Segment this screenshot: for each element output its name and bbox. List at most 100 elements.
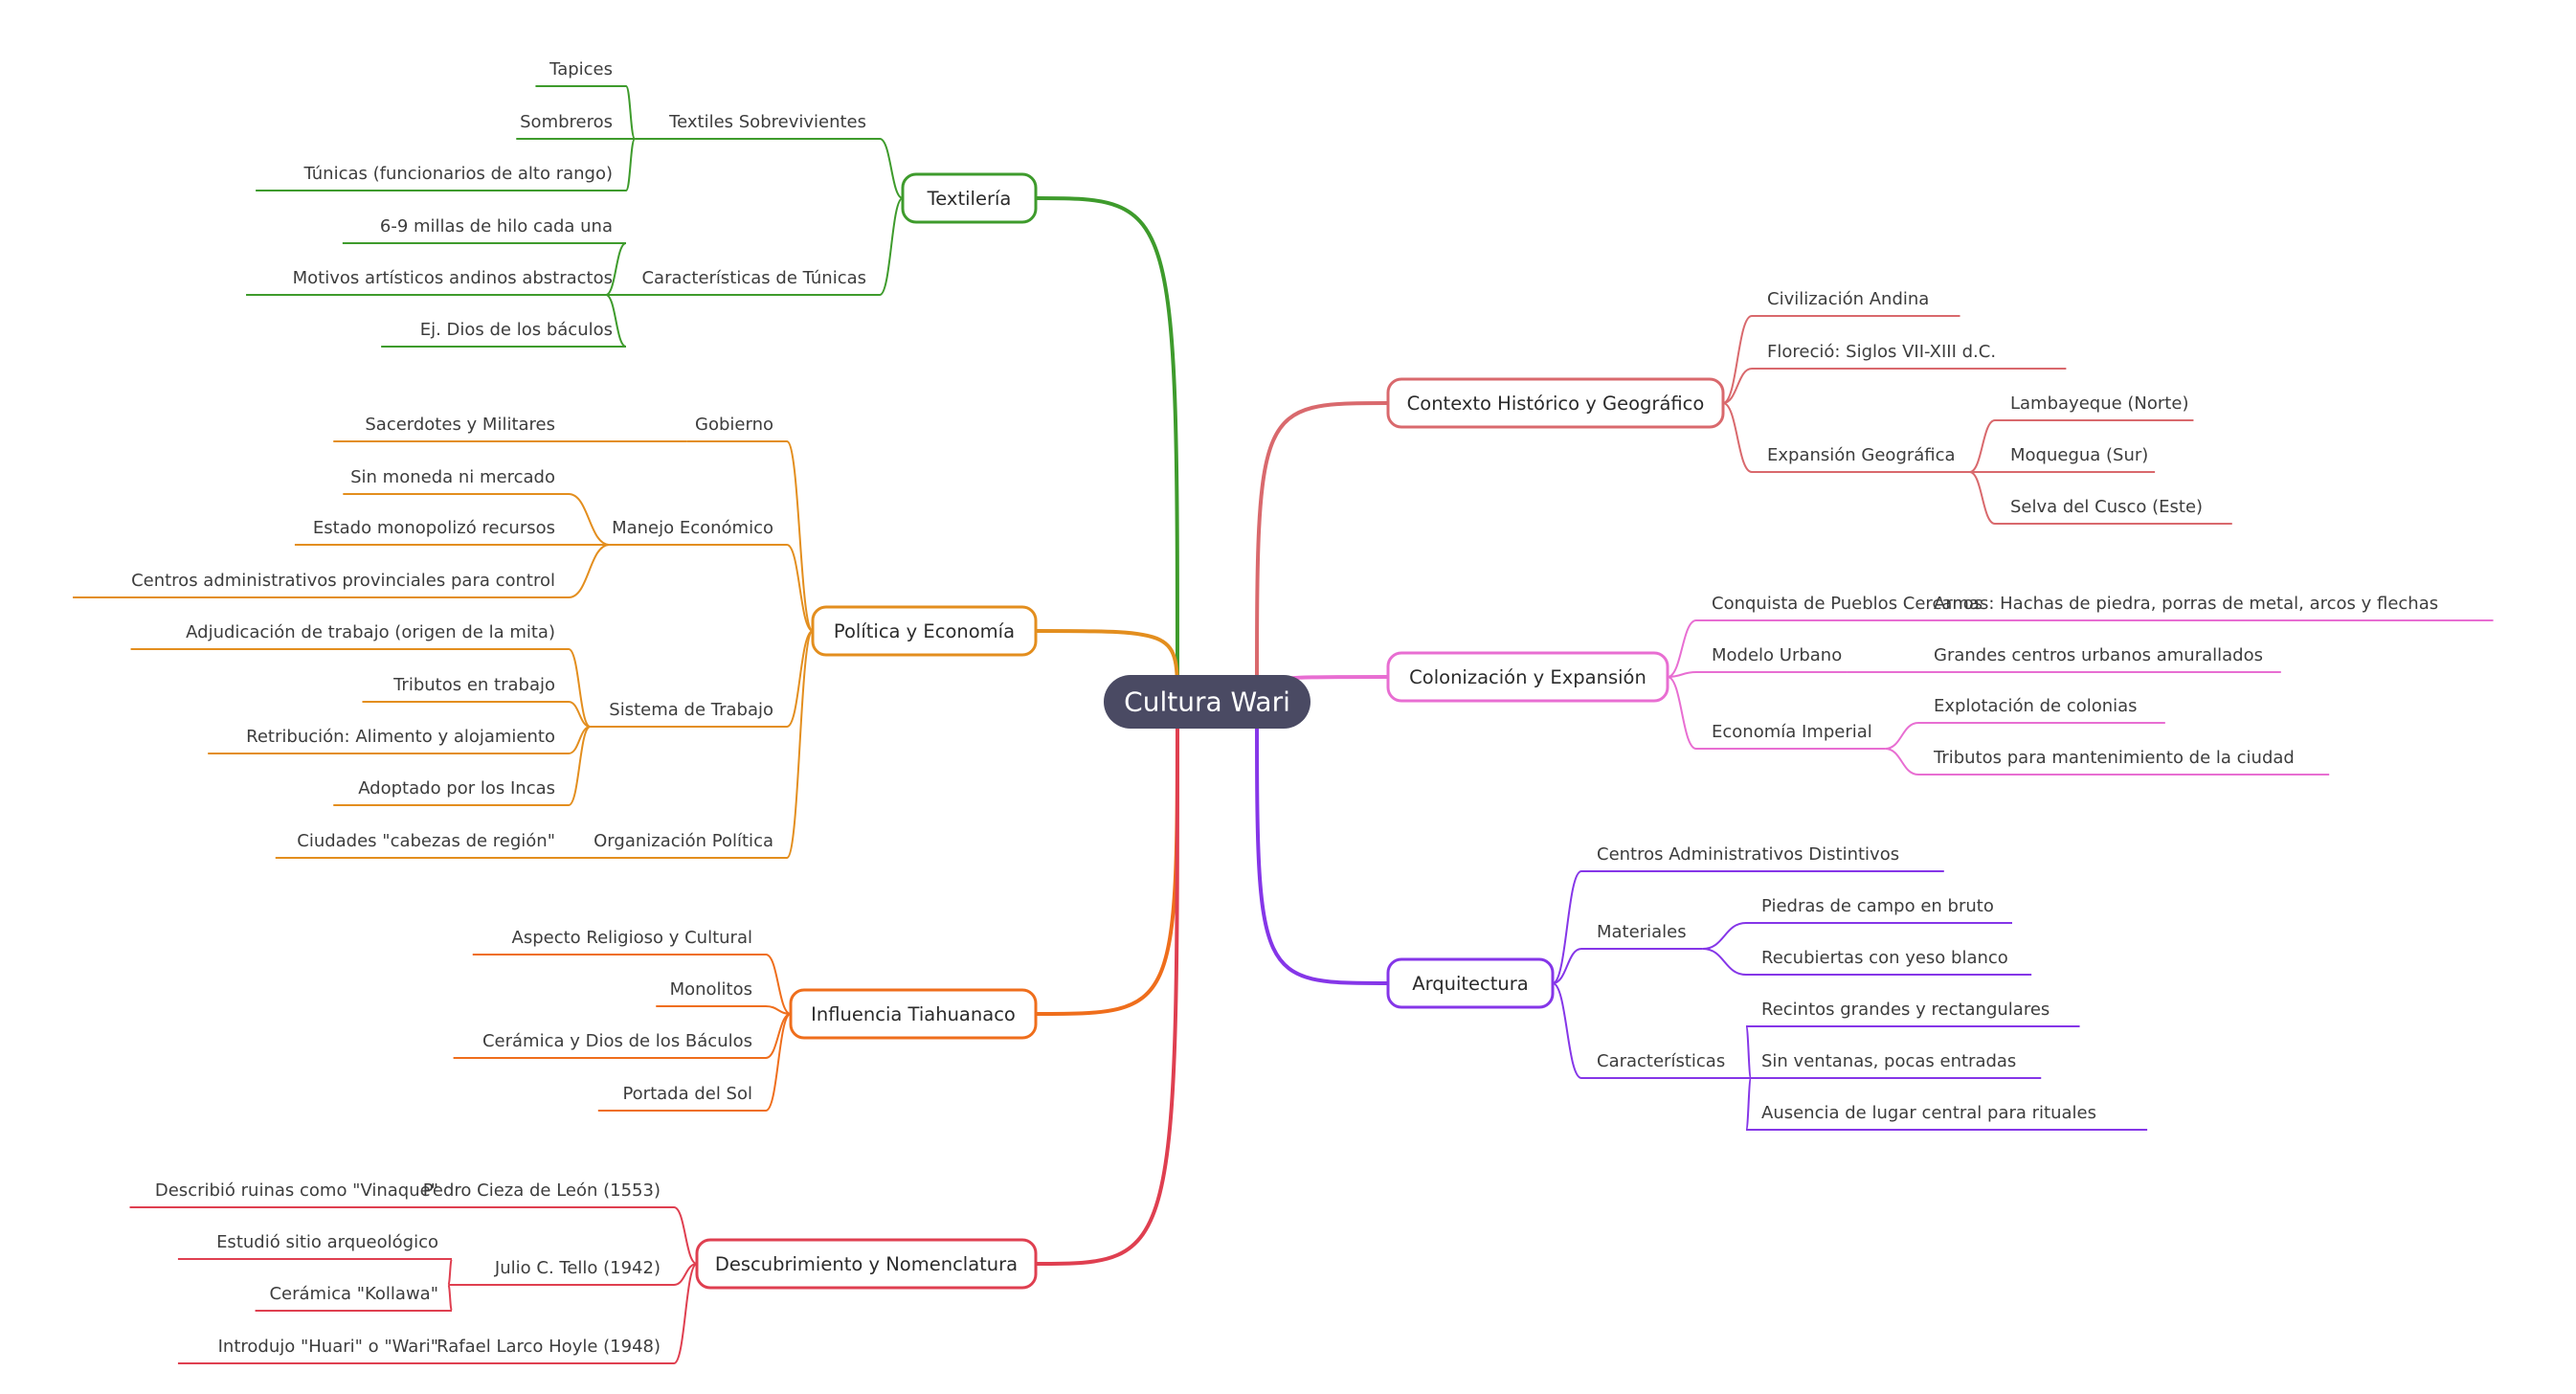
node-expansion-geografica-edge bbox=[1722, 402, 1753, 473]
leaf-tributos-en-trabajo: Tributos en trabajo bbox=[392, 675, 555, 695]
node-aspecto-religioso-y-cultural: Aspecto Religioso y Cultural bbox=[512, 928, 752, 948]
node-manejo-economico-edge bbox=[786, 544, 814, 632]
node-materiales-edge bbox=[1552, 948, 1582, 984]
leaf-6-9-millas-de-hilo-cada-una: 6-9 millas de hilo cada una bbox=[380, 216, 613, 236]
node-portada-del-sol: Portada del Sol bbox=[622, 1084, 752, 1104]
mind-map-edges bbox=[399, 85, 2002, 1364]
leaf-ausencia-de-lugar-central-para-rituales-edge bbox=[1745, 1077, 1753, 1131]
node-caracteristicas-de-tunicas-edge bbox=[879, 197, 904, 296]
leaf-adoptado-por-los-incas-edge bbox=[568, 726, 592, 806]
branch-arquitectura-box[interactable] bbox=[1386, 957, 1555, 1009]
branch-descubrimiento-y-nomenclatura-box[interactable] bbox=[695, 1238, 1038, 1290]
node-caracteristicas-edge bbox=[1552, 982, 1582, 1079]
leaf-piedras-de-campo-en-bruto: Piedras de campo en bruto bbox=[1761, 896, 1994, 916]
node-civilizacion-andina-edge bbox=[1722, 315, 1753, 404]
leaf-introdujo-huari-o-wari: Introdujo "Huari" o "Wari" bbox=[218, 1337, 438, 1357]
root-node-label: Cultura Wari bbox=[1124, 686, 1290, 718]
leaf-recubiertas-con-yeso-blanco: Recubiertas con yeso blanco bbox=[1761, 948, 2008, 968]
node-gobierno: Gobierno bbox=[695, 415, 773, 435]
branch-descubrimiento-y-nomenclatura-label: Descubrimiento y Nomenclatura bbox=[715, 1253, 1018, 1275]
node-pedro-cieza-de-leon-1553: Pedro Cieza de León (1553) bbox=[423, 1180, 661, 1201]
branch-influencia-tiahuanaco-box[interactable] bbox=[789, 988, 1038, 1040]
leaf-recintos-grandes-y-rectangulares-edge bbox=[1745, 1025, 1753, 1079]
branch-arquitectura-label: Arquitectura bbox=[1412, 973, 1529, 995]
node-sistema-de-trabajo: Sistema de Trabajo bbox=[609, 700, 773, 720]
leaf-sin-moneda-ni-mercado-edge bbox=[568, 493, 610, 546]
node-rafael-larco-hoyle-1948-edge bbox=[673, 1263, 698, 1364]
node-organizacion-politica: Organización Política bbox=[594, 831, 773, 851]
branch-textileria-label: Textilería bbox=[927, 188, 1012, 210]
branch-politica-y-economia-label: Política y Economía bbox=[834, 620, 1015, 642]
leaf-ciudades-cabezas-de-region: Ciudades "cabezas de región" bbox=[297, 831, 555, 851]
branch-influencia-tiahuanaco-connector bbox=[1035, 701, 1179, 1016]
node-monolitos-edge bbox=[765, 1005, 792, 1015]
leaf-lambayeque-norte-edge bbox=[1969, 419, 1996, 473]
leaf-adoptado-por-los-incas: Adoptado por los Incas bbox=[358, 778, 555, 798]
branch-colonizacion-y-expansion-box[interactable] bbox=[1386, 651, 1669, 703]
branch-contexto-historico-y-geografico-label: Contexto Histórico y Geográfico bbox=[1407, 393, 1705, 415]
node-ceramica-y-dios-de-los-baculos-edge bbox=[765, 1013, 792, 1059]
leaf-sin-ventanas-pocas-entradas: Sin ventanas, pocas entradas bbox=[1761, 1051, 2016, 1071]
node-portada-del-sol-edge bbox=[765, 1013, 792, 1112]
leaf-sombreros: Sombreros bbox=[520, 112, 613, 132]
leaf-adjudicacion-de-trabajo-origen-de-la-mita-edge bbox=[568, 648, 592, 728]
leaf-ausencia-de-lugar-central-para-rituales: Ausencia de lugar central para rituales bbox=[1761, 1103, 2096, 1123]
leaf-ej-dios-de-los-baculos-edge bbox=[605, 294, 627, 348]
leaf-describio-ruinas-como-vinaque: Describió ruinas como "Vinaque" bbox=[155, 1180, 438, 1201]
leaf-ceramica-kollawa-edge bbox=[447, 1284, 453, 1312]
branch-contexto-historico-y-geografico-connector bbox=[1255, 401, 1389, 703]
leaf-tributos-en-trabajo-edge bbox=[568, 701, 591, 728]
leaf-centros-administrativos-provinciales-para-control: Centros administrativos provinciales par… bbox=[131, 571, 555, 591]
leaf-tapices-edge bbox=[625, 85, 637, 140]
node-florecio-siglos-vii-xiii-d-c: Floreció: Siglos VII-XIII d.C. bbox=[1767, 342, 1996, 362]
branch-descubrimiento-y-nomenclatura-connector bbox=[1035, 701, 1179, 1266]
leaf-piedras-de-campo-en-bruto-edge bbox=[1702, 922, 1747, 950]
node-modelo-urbano: Modelo Urbano bbox=[1712, 645, 1842, 665]
node-civilizacion-andina: Civilización Andina bbox=[1767, 289, 1929, 309]
node-manejo-economico: Manejo Económico bbox=[612, 518, 773, 538]
root-node[interactable]: Cultura Wari bbox=[1104, 675, 1310, 729]
node-centros-administrativos-distintivos-edge bbox=[1552, 870, 1582, 984]
node-economia-imperial-edge bbox=[1667, 676, 1697, 750]
mind-map-nodes: Contexto Histórico y Geográfico Civilizac… bbox=[73, 59, 2494, 1364]
node-pedro-cieza-de-leon-1553-edge bbox=[673, 1206, 698, 1265]
leaf-explotacion-de-colonias-edge bbox=[1885, 722, 1919, 750]
branch-textileria-connector bbox=[1035, 196, 1179, 703]
root-node-shape bbox=[1104, 675, 1310, 729]
node-florecio-siglos-vii-xiii-d-c-edge bbox=[1722, 368, 1753, 404]
leaf-explotacion-de-colonias: Explotación de colonias bbox=[1934, 696, 2138, 716]
leaf-estudio-sitio-arqueologico: Estudió sitio arqueológico bbox=[216, 1232, 438, 1252]
leaf-tributos-para-mantenimiento-de-la-ciudad-edge bbox=[1885, 748, 1919, 776]
branch-politica-y-economia-box[interactable] bbox=[811, 605, 1038, 657]
node-ceramica-y-dios-de-los-baculos: Cerámica y Dios de los Báculos bbox=[482, 1031, 752, 1051]
branch-contexto-historico-y-geografico-box[interactable] bbox=[1386, 377, 1725, 429]
node-julio-c-tello-1942: Julio C. Tello (1942) bbox=[494, 1258, 661, 1278]
leaf-sin-moneda-ni-mercado: Sin moneda ni mercado bbox=[350, 467, 555, 487]
leaf-recubiertas-con-yeso-blanco-edge bbox=[1702, 948, 1747, 976]
node-economia-imperial: Economía Imperial bbox=[1712, 722, 1872, 742]
branch-colonizacion-y-expansion-label: Colonización y Expansión bbox=[1409, 666, 1646, 688]
leaf-ej-dios-de-los-baculos: Ej. Dios de los báculos bbox=[420, 320, 613, 340]
leaf-moquegua-sur: Moquegua (Sur) bbox=[2010, 445, 2148, 465]
leaf-recintos-grandes-y-rectangulares: Recintos grandes y rectangulares bbox=[1761, 1000, 2050, 1020]
leaf-tapices: Tapices bbox=[549, 59, 613, 79]
leaf-adjudicacion-de-trabajo-origen-de-la-mita: Adjudicación de trabajo (origen de la mi… bbox=[186, 622, 555, 642]
leaf-centros-administrativos-provinciales-para-control-edge bbox=[568, 544, 610, 598]
leaf-tunicas-funcionarios-de-alto-rango: Túnicas (funcionarios de alto rango) bbox=[303, 164, 614, 184]
leaf-lambayeque-norte: Lambayeque (Norte) bbox=[2010, 393, 2188, 414]
leaf-selva-del-cusco-este: Selva del Cusco (Este) bbox=[2010, 497, 2203, 517]
node-materiales: Materiales bbox=[1597, 922, 1687, 942]
node-monolitos: Monolitos bbox=[670, 979, 752, 1000]
leaf-6-9-millas-de-hilo-cada-una-edge bbox=[605, 242, 627, 296]
node-aspecto-religioso-y-cultural-edge bbox=[765, 954, 792, 1015]
leaf-estudio-sitio-arqueologico-edge bbox=[447, 1258, 453, 1286]
node-conquista-de-pueblos-cercanos-edge bbox=[1667, 619, 1697, 678]
node-textiles-sobrevivientes-edge bbox=[879, 138, 904, 199]
node-modelo-urbano-edge bbox=[1667, 671, 1697, 678]
leaf-grandes-centros-urbanos-amurallados: Grandes centros urbanos amurallados bbox=[1934, 645, 2263, 665]
branch-textileria-box[interactable] bbox=[901, 172, 1038, 224]
leaf-tributos-para-mantenimiento-de-la-ciudad: Tributos para mantenimiento de la ciudad bbox=[1933, 748, 2295, 768]
node-gobierno-edge bbox=[786, 440, 814, 632]
branch-influencia-tiahuanaco-label: Influencia Tiahuanaco bbox=[811, 1003, 1016, 1025]
